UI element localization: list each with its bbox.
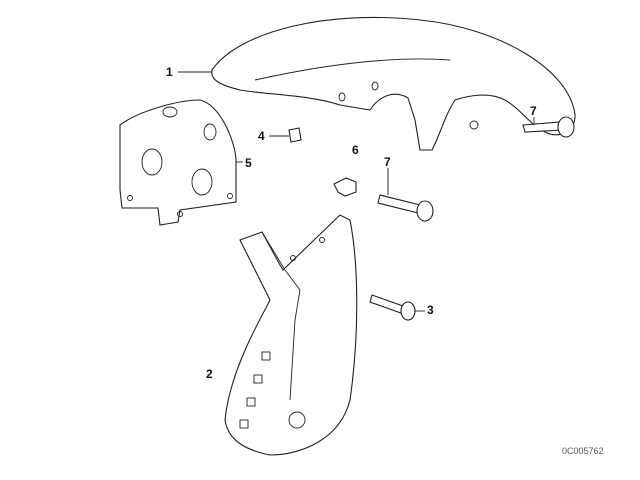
callout-1[interactable]: 1: [166, 65, 173, 79]
part-fender[interactable]: [211, 16, 576, 151]
callout-7b[interactable]: 7: [384, 155, 391, 169]
callout-7a[interactable]: 7: [530, 104, 537, 118]
callout-3[interactable]: 3: [427, 303, 434, 317]
part-bolt-7b[interactable]: [377, 194, 434, 222]
part-clip-nut[interactable]: [288, 127, 302, 143]
part-clip[interactable]: [333, 177, 357, 197]
part-bolt-3[interactable]: [369, 294, 416, 321]
callout-6[interactable]: 6: [352, 143, 359, 157]
part-bracket[interactable]: [119, 99, 237, 226]
callout-4[interactable]: 4: [258, 129, 265, 143]
callout-2[interactable]: 2: [206, 367, 213, 381]
callout-5[interactable]: 5: [245, 156, 252, 170]
part-fork-cover[interactable]: [224, 214, 358, 456]
diagram-code: 0C005762: [562, 446, 604, 456]
part-bolt-7a[interactable]: [522, 116, 575, 138]
